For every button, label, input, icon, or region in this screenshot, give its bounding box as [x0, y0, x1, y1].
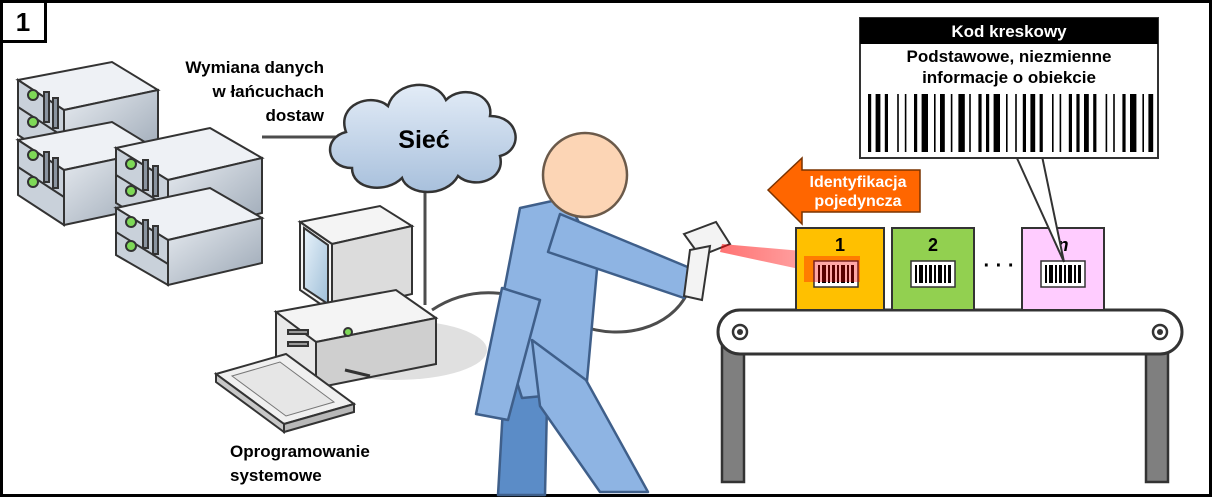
items-ellipsis: · · ·	[983, 255, 1014, 277]
barcode-bar	[978, 94, 982, 152]
barcode-bar	[958, 94, 965, 152]
identification-arrow: Identyfikacja pojedyncza	[766, 156, 921, 226]
barcode-bar	[1039, 94, 1043, 152]
servers-label-line-3: dostaw	[265, 106, 324, 125]
conveyor-belt	[716, 308, 1184, 484]
servers-label: Wymiana danych w łańcuchach dostaw	[185, 58, 324, 125]
barcode-bar	[914, 94, 918, 152]
barcode-bar	[993, 94, 1000, 152]
barcode-bar	[1068, 94, 1072, 152]
barcode-bar	[1076, 94, 1080, 152]
conveyor-leg-right	[1144, 332, 1170, 484]
barcode-bar	[1093, 94, 1097, 152]
barcode-bar	[1006, 94, 1008, 152]
callout-title-bar	[860, 18, 1158, 44]
barcode-bar	[1059, 94, 1062, 152]
network-cloud-icon: Sieć	[329, 83, 517, 194]
item-box-n: n	[1021, 227, 1105, 311]
identification-label-line-1: Identyfikacja	[810, 174, 907, 191]
servers-label-line-1: Wymiana danych	[185, 58, 324, 77]
item-barcode-n	[1040, 260, 1086, 288]
panel-number: 1	[16, 7, 30, 37]
barcode-bar	[1130, 94, 1137, 152]
identification-label-line-2: pojedyncza	[814, 193, 901, 210]
person-figure	[474, 131, 692, 497]
barcode-bar	[1052, 94, 1054, 152]
barcode-bar	[884, 94, 888, 152]
barcode-bar	[1122, 94, 1126, 152]
barcode-bar	[921, 94, 928, 152]
barcode-scanner-icon	[682, 220, 732, 302]
item-barcode-2	[910, 260, 956, 288]
item-label-1: 1	[835, 235, 845, 255]
barcode-bar	[986, 94, 990, 152]
barcode-bar	[1022, 94, 1026, 152]
barcode-bar	[950, 94, 953, 152]
server-rack-icon	[15, 60, 265, 287]
item-box-2: 2	[891, 227, 975, 311]
item-box-1: 1	[795, 227, 885, 311]
barcode-bar	[1148, 94, 1154, 152]
barcode-bar	[1105, 94, 1108, 152]
item-box-2-body	[891, 227, 975, 311]
item-label-2: 2	[928, 235, 938, 255]
barcode-bar	[1030, 94, 1036, 152]
barcode-bar	[1084, 94, 1089, 152]
computer-label: Oprogramowanie systemowe	[230, 442, 370, 485]
item-label-n: n	[1058, 235, 1069, 255]
computer-label-line-1: Oprogramowanie	[230, 442, 370, 461]
panel-number-badge: 1	[0, 0, 47, 43]
barcode-bar	[1142, 94, 1144, 152]
barcode-callout: Kod kreskowy Podstawowe, niezmienne info…	[859, 17, 1159, 263]
barcode-bar	[868, 94, 872, 152]
barcode-callout-title: Kod kreskowy	[951, 22, 1067, 41]
barcode-bar	[1015, 94, 1017, 152]
barcode-bar	[969, 94, 971, 152]
laser-spot	[804, 256, 860, 282]
barcode-callout-line-2: informacje o obiekcie	[922, 68, 1096, 87]
barcode-bar	[904, 94, 907, 152]
barcode-bar	[897, 94, 899, 152]
barcode-bar	[875, 94, 881, 152]
desktop-computer-icon	[213, 204, 487, 434]
barcode-bar	[940, 94, 945, 152]
callout-barcode	[868, 94, 1154, 152]
item-barcode-1	[813, 260, 859, 288]
network-label: Sieć	[398, 126, 450, 154]
servers-label-line-2: w łańcuchach	[212, 82, 324, 101]
barcode-callout-line-1: Podstawowe, niezmienne	[907, 47, 1112, 66]
barcode-bar	[1113, 94, 1115, 152]
barcode-bar	[934, 94, 936, 152]
conveyor-leg-left	[720, 332, 746, 484]
computer-label-line-2: systemowe	[230, 466, 322, 485]
